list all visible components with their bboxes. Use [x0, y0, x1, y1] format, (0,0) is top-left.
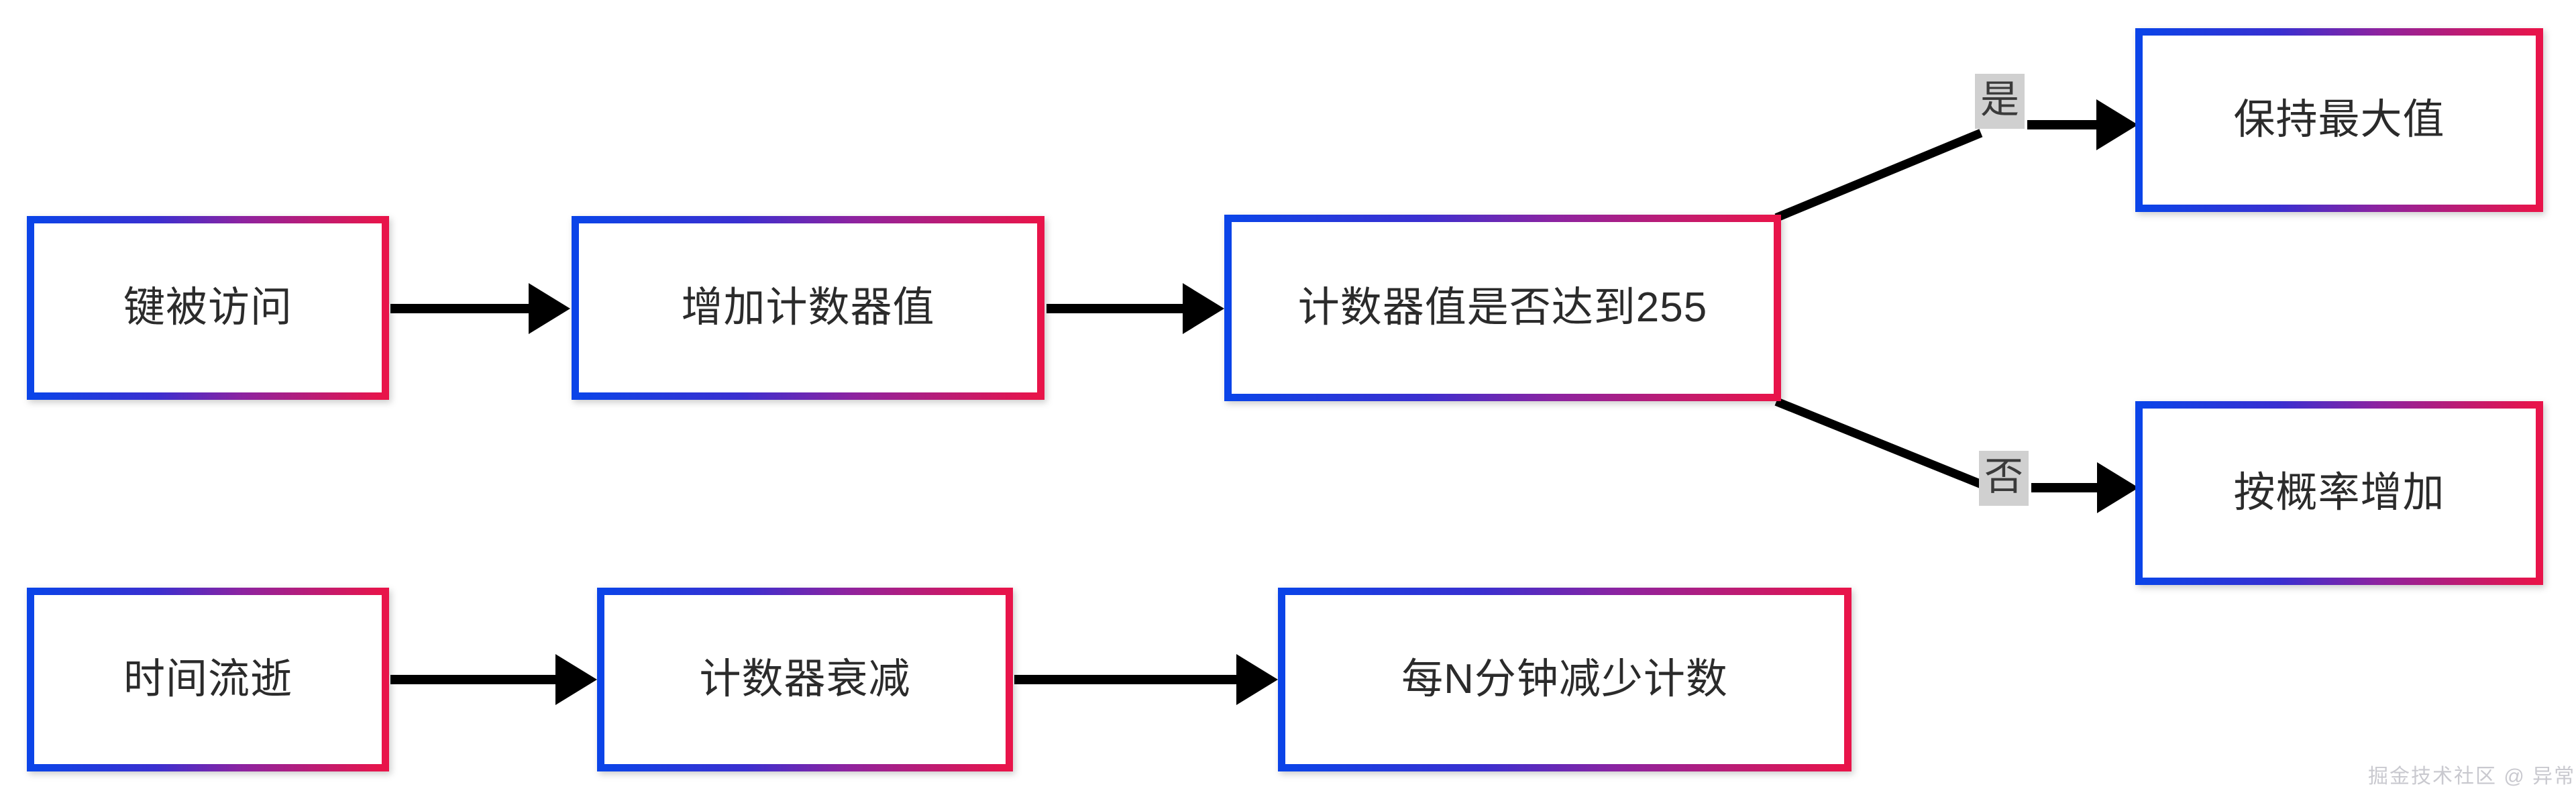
node-decrement-every-n-minutes[interactable]: 每N分钟减少计数: [1278, 588, 1851, 771]
node-label: 计数器值是否达到255: [1297, 284, 1708, 331]
node-label: 键被访问: [123, 284, 292, 331]
arrow-head: [529, 283, 570, 334]
arrow-head: [2097, 462, 2139, 513]
node-label: 计数器衰减: [699, 656, 911, 702]
node-label: 增加计数器值: [681, 284, 935, 331]
arrow-shaft: [2027, 120, 2098, 129]
diagonal-line-yes-branch: [1774, 129, 1983, 222]
node-time-passes[interactable]: 时间流逝: [27, 588, 389, 771]
node-counter-reaches-255[interactable]: 计数器值是否达到255: [1224, 215, 1781, 401]
branch-label-no: 否: [1979, 451, 2029, 506]
node-keep-max-value[interactable]: 保持最大值: [2135, 28, 2543, 212]
arrow-shaft: [1014, 675, 1238, 684]
node-label: 按概率增加: [2233, 470, 2445, 516]
arrow-shaft: [390, 675, 557, 684]
arrow-head: [1236, 654, 1278, 705]
node-label: 保持最大值: [2233, 97, 2445, 143]
node-key-accessed[interactable]: 键被访问: [27, 216, 389, 400]
arrow-shaft: [390, 304, 530, 313]
arrow-shaft: [1046, 304, 1184, 313]
node-counter-decay[interactable]: 计数器衰减: [597, 588, 1013, 771]
arrow-head: [2096, 99, 2138, 150]
branch-label-yes: 是: [1975, 74, 2025, 129]
arrow-shaft: [2031, 483, 2098, 492]
diagonal-line-no-branch: [1774, 397, 1985, 489]
watermark-text: 掘金技术社区 @ 异常君: [2368, 765, 2576, 788]
node-label: 时间流逝: [123, 656, 292, 702]
node-probabilistic-increase[interactable]: 按概率增加: [2135, 401, 2543, 585]
arrow-head: [1183, 283, 1224, 334]
node-label: 每N分钟减少计数: [1401, 656, 1728, 702]
arrow-head: [555, 654, 597, 705]
node-increment-counter[interactable]: 增加计数器值: [572, 216, 1044, 400]
